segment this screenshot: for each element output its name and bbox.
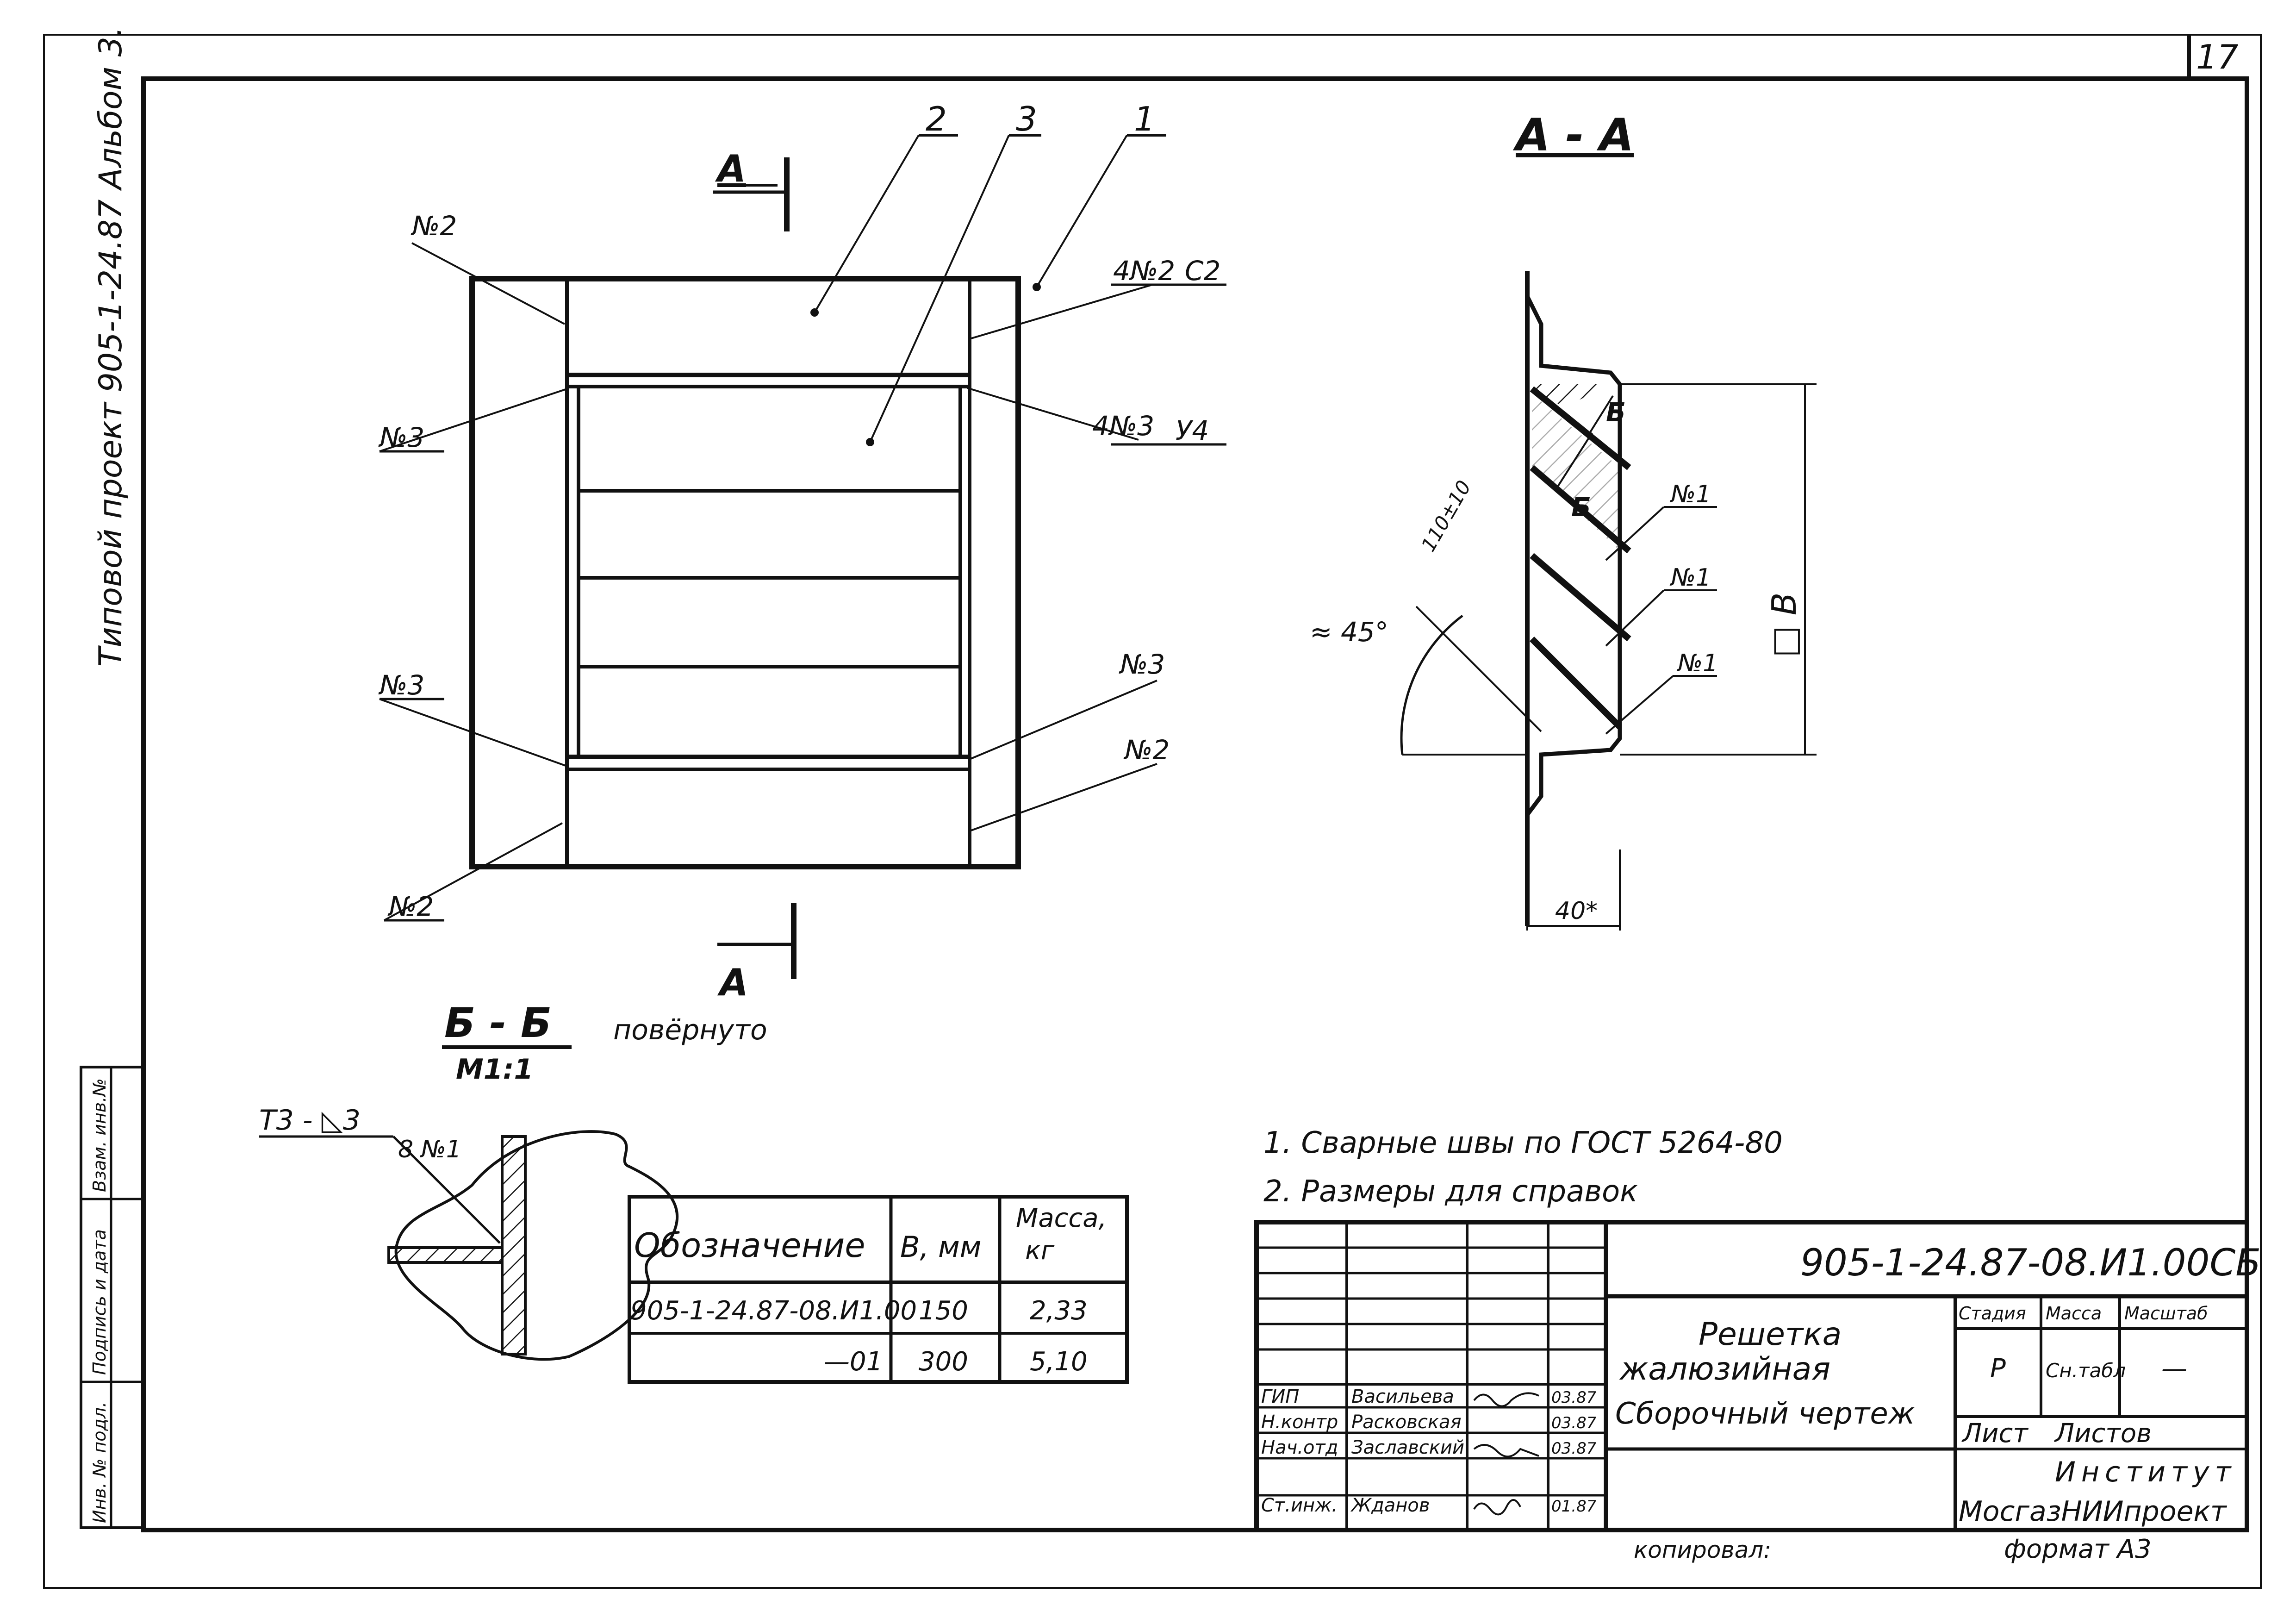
section-mark-bottom-label: А bbox=[717, 961, 748, 1004]
title-block-org-1: Институт bbox=[2055, 1456, 2236, 1488]
title-block-sheet: Лист bbox=[1961, 1418, 2028, 1449]
title-block-stage: Р bbox=[1990, 1354, 2006, 1384]
weld-label-br: №2 bbox=[1123, 734, 1170, 766]
section-aa-weld-2: №1 bbox=[1669, 564, 1711, 592]
section-bb-weld-ref: 8 №1 bbox=[398, 1136, 461, 1163]
title-block-header-mass: Масса bbox=[2046, 1303, 2102, 1324]
section-aa-dim-110: 110±10 bbox=[1417, 476, 1475, 556]
title-block-title-2: жалюзийная bbox=[1619, 1351, 1830, 1387]
title-block-title-3: Сборочный чертеж bbox=[1615, 1397, 1915, 1431]
stamp-cell-1: Взам. инв.№ bbox=[89, 1078, 110, 1192]
section-bb-title: Б - Б bbox=[444, 999, 552, 1047]
spec-row-1-designation: 905-1-24.87-08.И1.00 bbox=[630, 1296, 917, 1326]
weld-label-c2: С2 bbox=[1185, 255, 1220, 287]
staff-name-2: Расковская bbox=[1351, 1412, 1462, 1433]
signature-marks bbox=[1473, 1392, 1539, 1516]
section-aa-dim-40: 40* bbox=[1555, 897, 1598, 925]
section-aa-weld-1: №1 bbox=[1669, 481, 1711, 508]
section-aa-weld-3: №1 bbox=[1676, 650, 1718, 677]
weld-label-bl: №2 bbox=[387, 891, 434, 922]
weld-label-4n3: 4№3 bbox=[1092, 410, 1154, 442]
title-block-org-2: МосгазНИИпроект bbox=[1959, 1495, 2228, 1528]
weld-label-ll: №3 bbox=[378, 669, 424, 701]
spec-row-1-mass: 2,33 bbox=[1030, 1296, 1088, 1326]
staff-name-4: Жданов bbox=[1350, 1495, 1430, 1516]
staff-role-2: Н.контр bbox=[1261, 1412, 1338, 1433]
title-block-sheets: Листов bbox=[2054, 1418, 2152, 1449]
spec-header-designation: Обозначение bbox=[634, 1226, 865, 1265]
leader-1: 1 bbox=[1134, 100, 1155, 138]
weld-label-mr: №3 bbox=[1119, 649, 1165, 680]
weld-label-4n2: 4№2 bbox=[1113, 255, 1175, 287]
title-block-scale: — bbox=[2161, 1354, 2187, 1384]
title-block-mass: Сн.табл bbox=[2046, 1359, 2126, 1382]
weld-label-u4: У4 bbox=[1176, 415, 1209, 446]
plan-view bbox=[469, 276, 1021, 869]
section-bb-rotated: повёрнуто bbox=[613, 1014, 767, 1046]
section-aa-angle: ≈ 45° bbox=[1310, 616, 1388, 648]
section-aa-mark-b2: Б bbox=[1571, 493, 1591, 523]
staff-role-4: Ст.инж. bbox=[1261, 1495, 1338, 1516]
staff-date-4: 01.87 bbox=[1551, 1497, 1597, 1516]
leader-2: 2 bbox=[926, 100, 947, 138]
drawing-frame bbox=[141, 76, 2249, 1532]
section-bb-weld-symbol: Т3 - ◺3 bbox=[259, 1104, 361, 1137]
staff-role-3: Нач.отд bbox=[1261, 1437, 1338, 1458]
part-leaders bbox=[810, 134, 1166, 446]
leader-3: 3 bbox=[1016, 100, 1037, 138]
section-mark-bottom bbox=[717, 903, 796, 979]
title-block-doc-code: 905-1-24.87-08.И1.00СБ bbox=[1800, 1241, 2261, 1284]
section-mark-top bbox=[713, 157, 790, 231]
side-caption: Типовой проект 905-1-24.87 Альбом 3. bbox=[93, 27, 129, 667]
spec-header-mass: Масса,кг bbox=[1016, 1203, 1107, 1266]
section-aa-title: А - А bbox=[1512, 109, 1634, 161]
title-block-title-1: Решетка bbox=[1699, 1316, 1842, 1353]
side-stamp: Взам. инв.№ Подпись и дата Инв. № подл. bbox=[80, 1066, 145, 1529]
section-aa-mark-b1: Б bbox=[1606, 398, 1626, 428]
weld-label-tl: №2 bbox=[411, 210, 457, 242]
title-block-format: формат А3 bbox=[2004, 1534, 2152, 1564]
staff-role-1: ГИП bbox=[1261, 1386, 1299, 1407]
section-aa-profile bbox=[1400, 271, 1817, 931]
stamp-cell-3: Инв. № подл. bbox=[89, 1402, 110, 1523]
staff-date-1: 03.87 bbox=[1551, 1388, 1597, 1407]
title-block-copied: копировал: bbox=[1634, 1537, 1771, 1563]
spec-row-2-b: 300 bbox=[919, 1347, 968, 1377]
outer-trim bbox=[43, 34, 2262, 1589]
spec-row-1-b: 150 bbox=[919, 1296, 968, 1326]
section-mark-top-label: А bbox=[715, 147, 746, 190]
title-block-header-stage: Стадия bbox=[1959, 1303, 2026, 1324]
staff-date-2: 03.87 bbox=[1551, 1414, 1597, 1432]
note-1: 1. Сварные швы по ГОСТ 5264-80 bbox=[1263, 1126, 1783, 1160]
section-bb-scale: М1:1 bbox=[456, 1053, 533, 1086]
note-2: 2. Размеры для справок bbox=[1263, 1174, 1638, 1209]
spec-row-2-mass: 5,10 bbox=[1030, 1347, 1088, 1377]
staff-date-3: 03.87 bbox=[1551, 1439, 1597, 1458]
page-number: 17 bbox=[2196, 37, 2239, 76]
spec-table bbox=[628, 1195, 1129, 1384]
spec-row-2-designation: —01 bbox=[824, 1347, 883, 1377]
staff-name-1: Васильева bbox=[1351, 1386, 1454, 1407]
title-block-header-scale: Масштаб bbox=[2124, 1303, 2208, 1324]
section-aa-leaders bbox=[1554, 395, 1717, 735]
weld-label-ml: №3 bbox=[378, 422, 424, 453]
staff-name-3: Заславский bbox=[1351, 1437, 1464, 1458]
section-bb-detail bbox=[259, 1130, 678, 1361]
spec-header-b: В, мм bbox=[900, 1230, 982, 1264]
title-block bbox=[1254, 1220, 2249, 1532]
weld-leaders bbox=[379, 242, 1226, 922]
section-aa-dim-b: □ В bbox=[1765, 593, 1804, 657]
stamp-cell-2: Подпись и дата bbox=[89, 1229, 110, 1375]
